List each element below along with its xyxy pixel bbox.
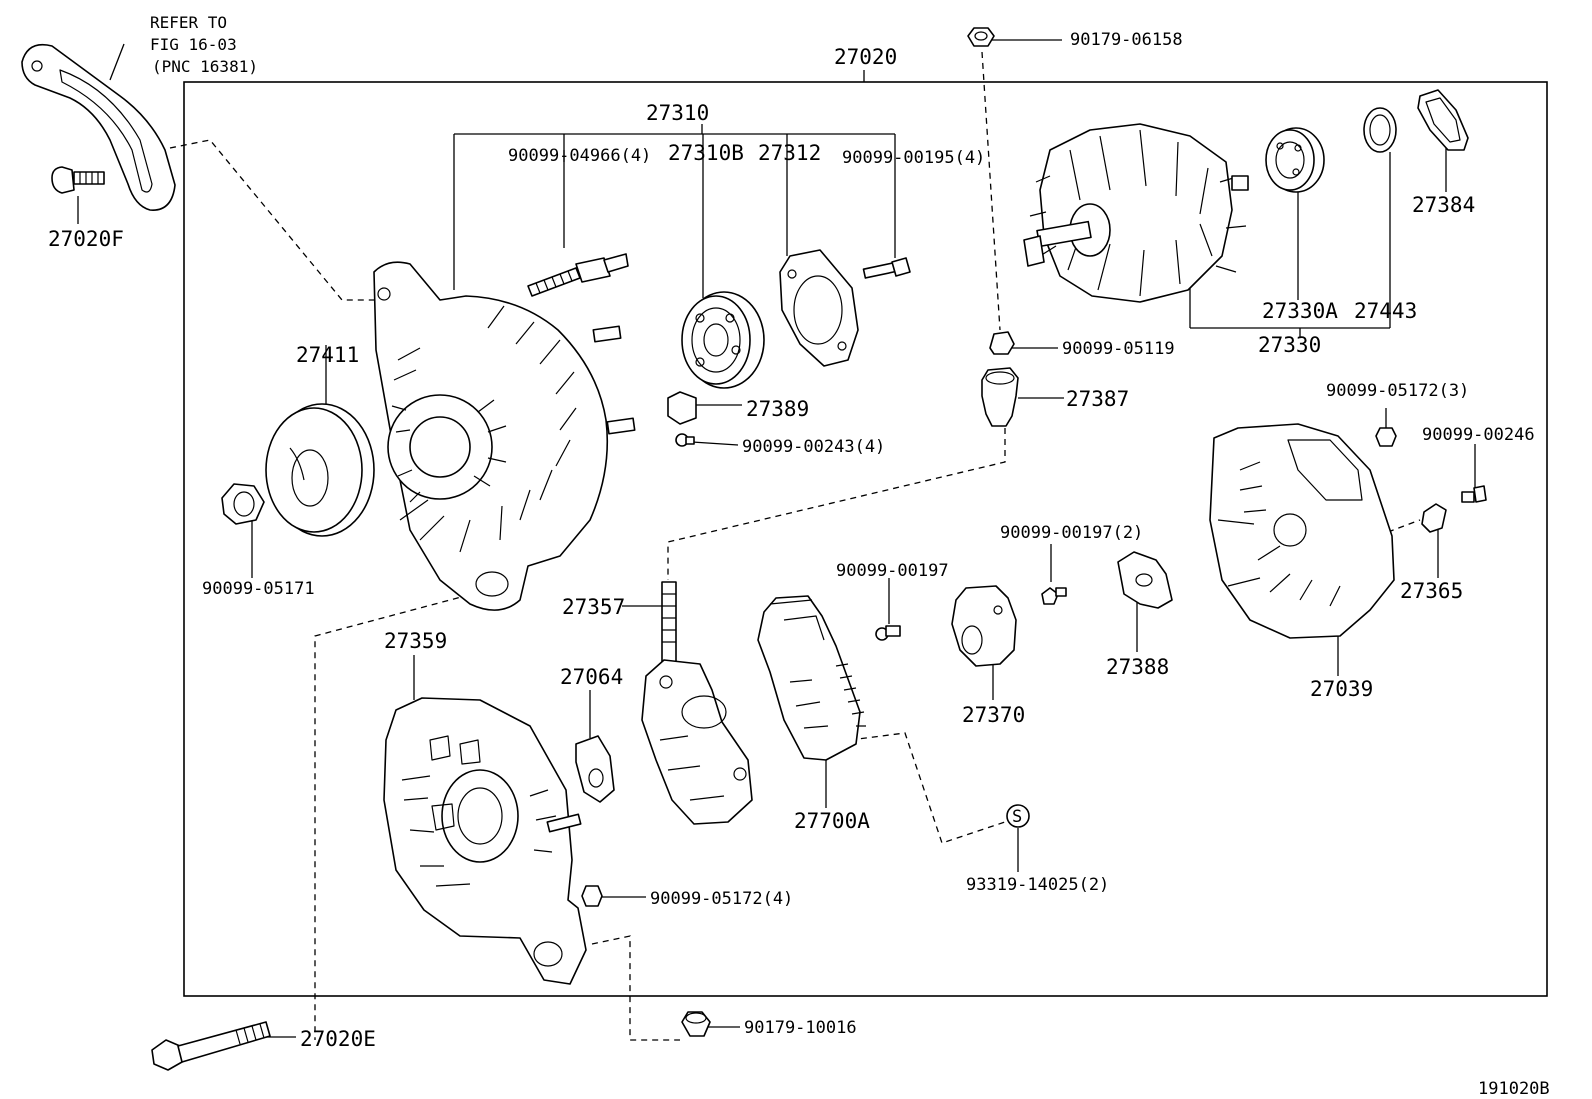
- label-27359: 27359: [384, 629, 447, 653]
- rectifier-end-frame-27359-drawing: [383, 697, 587, 985]
- terminal-insulator-27387-drawing: [981, 367, 1019, 427]
- symbol-s-label: S: [1012, 807, 1022, 827]
- assembly-frame: [183, 81, 1548, 997]
- bushing-90179-10016-drawing: [681, 1011, 711, 1037]
- screw-90099-00243-drawing: [675, 433, 695, 447]
- symbol-s-circle: S: [1006, 804, 1030, 828]
- nut-90099-05171-drawing: [221, 483, 265, 525]
- label-93319-14025: 93319-14025(2): [966, 875, 1109, 895]
- nut-90099-05119-drawing: [989, 331, 1015, 355]
- label-27310: 27310: [646, 101, 709, 125]
- reference-line-3: (PNC 16381): [152, 57, 258, 76]
- stud-90099-04966-drawing: [527, 253, 629, 297]
- pulley-27411-drawing: [265, 403, 375, 537]
- adjusting-bar-drawing: [21, 43, 176, 211]
- label-27388: 27388: [1106, 655, 1169, 679]
- nut-90099-05172-4-drawing: [581, 885, 603, 907]
- label-27387: 27387: [1066, 387, 1129, 411]
- bolt-27020F-drawing: [51, 166, 105, 194]
- label-90099-00197: 90099-00197: [836, 561, 949, 581]
- reference-line-1: REFER TO: [150, 13, 227, 32]
- callout-labels: REFER TO FIG 16-03 (PNC 16381) 27020 270…: [48, 13, 1550, 1099]
- label-27365: 27365: [1400, 579, 1463, 603]
- insulator-27389-drawing: [667, 391, 697, 425]
- label-27357: 27357: [562, 595, 625, 619]
- label-90099-00197-2: 90099-00197(2): [1000, 523, 1143, 543]
- label-27330A: 27330A: [1262, 299, 1338, 323]
- label-90099-00195: 90099-00195(4): [842, 148, 985, 168]
- reference-line-2: FIG 16-03: [150, 35, 237, 54]
- label-27020: 27020: [834, 45, 897, 69]
- screw-90099-00197-2-drawing: [1041, 587, 1067, 605]
- screw-90099-00197-drawing: [875, 625, 901, 641]
- label-90179-10016: 90179-10016: [744, 1018, 857, 1038]
- label-27443: 27443: [1354, 299, 1417, 323]
- label-90099-00246: 90099-00246: [1422, 425, 1535, 445]
- label-27700A: 27700A: [794, 809, 870, 833]
- through-bolt-27020E-drawing: [151, 1021, 271, 1071]
- label-27370: 27370: [962, 703, 1025, 727]
- regulator-27700A-drawing: [757, 595, 866, 761]
- retainer-27312-drawing: [779, 249, 859, 367]
- bearing-27330A-drawing: [1265, 127, 1325, 193]
- label-27330: 27330: [1258, 333, 1321, 357]
- label-90179-06158: 90179-06158: [1070, 30, 1183, 50]
- screw-90099-00195-drawing: [862, 257, 911, 279]
- label-90099-04966: 90099-04966(4): [508, 146, 651, 166]
- label-90099-05172-3: 90099-05172(3): [1326, 381, 1469, 401]
- washer-27443-drawing: [1363, 107, 1397, 153]
- rear-end-cover-27039-drawing: [1209, 423, 1395, 639]
- label-27411: 27411: [296, 343, 359, 367]
- screw-90099-00246-drawing: [1461, 485, 1487, 503]
- label-27064: 27064: [560, 665, 623, 689]
- label-27312: 27312: [758, 141, 821, 165]
- bearing-27310B-drawing: [681, 291, 765, 389]
- leader-lines: [77, 39, 1476, 1041]
- drive-end-frame-drawing: [373, 261, 636, 611]
- label-27310B: 27310B: [668, 141, 744, 165]
- insulator-27365-drawing: [1421, 503, 1447, 533]
- label-27020F: 27020F: [48, 227, 124, 251]
- label-90099-05172-4: 90099-05172(4): [650, 889, 793, 909]
- label-27039: 27039: [1310, 677, 1373, 701]
- label-90099-00243: 90099-00243(4): [742, 437, 885, 457]
- nut-90099-05172-3-drawing: [1375, 427, 1397, 447]
- label-27389: 27389: [746, 397, 809, 421]
- cover-27384-drawing: [1417, 89, 1469, 151]
- holder-27388-drawing: [1117, 551, 1173, 609]
- rotor-assembly-drawing: [1023, 123, 1249, 303]
- brush-holder-27357-drawing: [641, 581, 753, 825]
- label-27384: 27384: [1412, 193, 1475, 217]
- holder-27370-drawing: [951, 585, 1017, 667]
- plate-27064-drawing: [575, 735, 615, 803]
- nut-90179-06158-drawing: [967, 27, 995, 47]
- figure-id: 191020B: [1478, 1079, 1550, 1099]
- label-90099-05171: 90099-05171: [202, 579, 315, 599]
- label-90099-05119: 90099-05119: [1062, 339, 1175, 359]
- label-27020E: 27020E: [300, 1027, 376, 1051]
